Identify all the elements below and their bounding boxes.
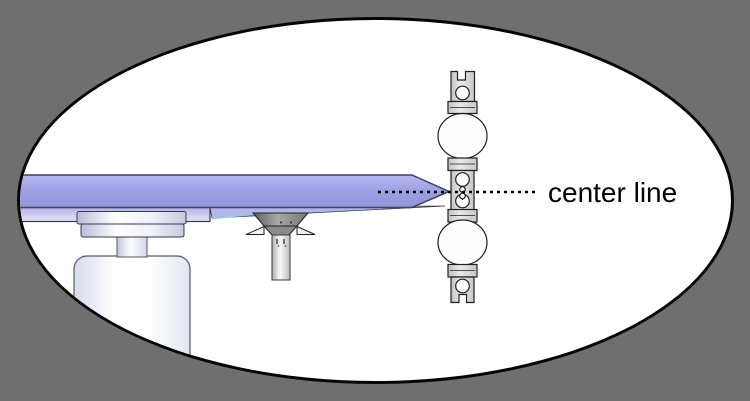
link-hole xyxy=(455,278,470,294)
rod-detail-marks xyxy=(276,239,285,244)
cone-body xyxy=(251,212,310,227)
clamp-cone xyxy=(245,212,316,281)
viewport-ellipse: center line xyxy=(17,17,734,384)
diagram-world: center line xyxy=(20,20,731,381)
chain-link-bottom xyxy=(447,263,478,304)
chain-link-middle xyxy=(447,157,478,223)
pedestal-stem xyxy=(116,235,148,258)
support-pedestal xyxy=(73,211,191,377)
roller-chain xyxy=(437,70,488,304)
pedestal-lower-disc xyxy=(80,223,185,238)
link-pin-hole xyxy=(459,192,466,200)
cone-neck xyxy=(262,225,299,236)
chain-ball-lower xyxy=(437,219,488,266)
underside-highlight-line xyxy=(211,213,251,220)
pedestal-base xyxy=(73,255,191,377)
mechanism-diagram: center line xyxy=(20,70,677,377)
chain-link-top xyxy=(447,70,478,115)
cone-flange-right xyxy=(296,225,316,235)
cone-detail-dot xyxy=(280,221,282,224)
cone-flange-left xyxy=(245,225,265,235)
link-hole xyxy=(455,172,470,187)
rod-detail-dot xyxy=(284,245,287,247)
center-line-label: center line xyxy=(548,177,677,208)
link-hole xyxy=(455,85,470,101)
clamp-rod xyxy=(271,234,291,281)
pedestal-top-disc xyxy=(76,211,187,225)
cone-detail-dot xyxy=(290,221,292,224)
rod-detail-dot xyxy=(277,245,280,247)
platform-blade xyxy=(20,174,451,209)
chain-ball-upper xyxy=(437,112,488,160)
